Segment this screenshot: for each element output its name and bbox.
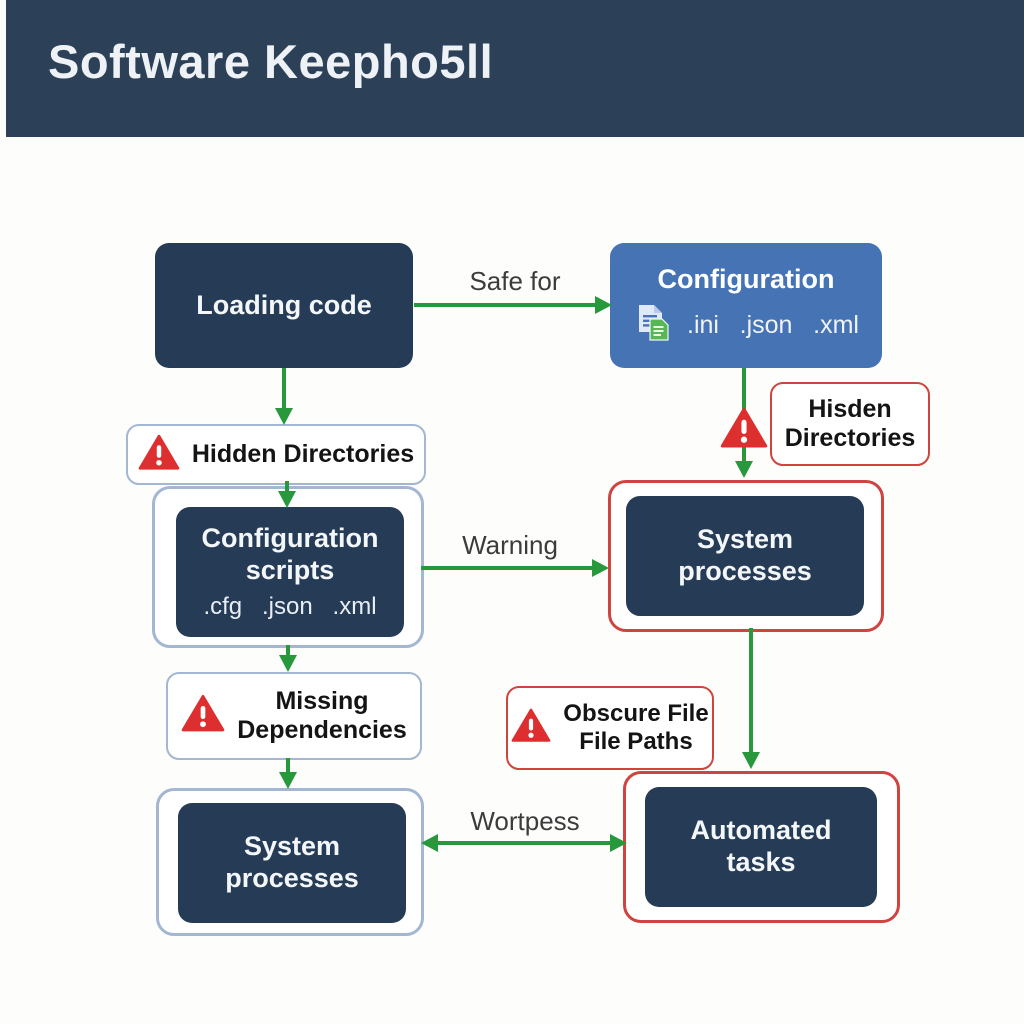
warning-label: Missing Dependencies xyxy=(237,687,407,744)
node-automated-tasks: Automated tasks xyxy=(645,787,877,907)
node-label: Loading code xyxy=(196,289,372,320)
warning-hidden-directories: Hidden Directories xyxy=(126,424,426,485)
warning-label: Obscure File File Paths xyxy=(563,700,709,755)
edge-label-warning: Warning xyxy=(462,530,558,560)
warning-label: Hidden Directories xyxy=(191,440,415,469)
node-system-processes-left: System processes xyxy=(178,803,406,923)
config-files-icon xyxy=(633,303,673,348)
page-title: Software Keepho5ll xyxy=(48,35,494,88)
node-title: Configuration xyxy=(657,263,835,294)
node-loading-code: Loading code xyxy=(155,243,413,368)
warning-icon xyxy=(511,708,551,748)
container-system-processes-right: System processes xyxy=(608,480,884,632)
node-configuration-scripts: Configuration scripts .cfg .json .xml xyxy=(176,507,404,637)
node-title: Configuration scripts xyxy=(201,523,379,585)
edge-label-wortpess: Wortpess xyxy=(470,806,580,836)
warning-missing-dependencies: Missing Dependencies xyxy=(166,672,422,760)
container-automated-tasks: Automated tasks xyxy=(623,771,900,923)
node-system-processes-right: System processes xyxy=(626,496,864,616)
title-bar: Software Keepho5ll xyxy=(6,0,1024,137)
node-formats: .cfg .json .xml xyxy=(203,592,377,620)
container-configuration-scripts: Configuration scripts .cfg .json .xml xyxy=(152,486,424,648)
node-configuration: Configuration .ini .json .xml xyxy=(610,243,882,368)
warning-label: Hisden Directories xyxy=(784,395,916,452)
warning-icon xyxy=(138,434,180,476)
warning-icon xyxy=(720,406,768,455)
warning-obscure-file-paths: Obscure File File Paths xyxy=(506,686,714,770)
node-formats: .ini .json .xml xyxy=(687,310,859,339)
warning-hisden-directories: Hisden Directories xyxy=(770,382,930,466)
edge-label-safe-for: Safe for xyxy=(469,266,561,296)
container-system-processes-left: System processes xyxy=(156,788,424,936)
warning-icon xyxy=(181,694,225,738)
